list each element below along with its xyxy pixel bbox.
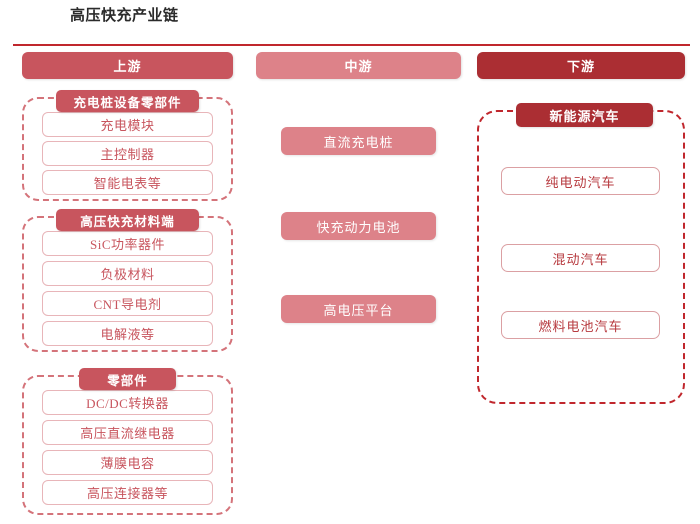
list-item[interactable]: 燃料电池汽车: [501, 311, 660, 339]
list-item[interactable]: 直流充电桩: [281, 127, 436, 155]
list-item[interactable]: SiC功率器件: [42, 231, 213, 256]
list-item[interactable]: 混动汽车: [501, 244, 660, 272]
list-item[interactable]: 电解液等: [42, 321, 213, 346]
group-title-new-energy-vehicles[interactable]: 新能源汽车: [516, 103, 653, 127]
list-item[interactable]: 高压连接器等: [42, 480, 213, 505]
list-item[interactable]: DC/DC转换器: [42, 390, 213, 415]
group-title-fast-charge-materials[interactable]: 高压快充材料端: [56, 209, 199, 231]
list-item[interactable]: 纯电动汽车: [501, 167, 660, 195]
stage-header-upstream[interactable]: 上游: [22, 52, 233, 79]
list-item[interactable]: 充电模块: [42, 112, 213, 137]
stage-header-midstream[interactable]: 中游: [256, 52, 461, 79]
list-item[interactable]: 智能电表等: [42, 170, 213, 195]
stage-header-downstream[interactable]: 下游: [477, 52, 685, 79]
list-item[interactable]: 薄膜电容: [42, 450, 213, 475]
list-item[interactable]: 负极材料: [42, 261, 213, 286]
group-title-charging-pile-parts[interactable]: 充电桩设备零部件: [56, 90, 199, 112]
list-item[interactable]: 主控制器: [42, 141, 213, 166]
header-divider-rule: [13, 44, 690, 46]
list-item[interactable]: 高压直流继电器: [42, 420, 213, 445]
page-title: 高压快充产业链: [70, 7, 179, 24]
list-item[interactable]: 高电压平台: [281, 295, 436, 323]
list-item[interactable]: CNT导电剂: [42, 291, 213, 316]
group-title-components[interactable]: 零部件: [79, 368, 176, 390]
list-item[interactable]: 快充动力电池: [281, 212, 436, 240]
